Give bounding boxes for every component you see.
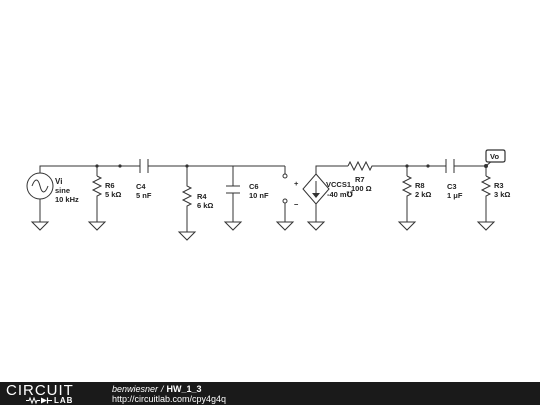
capacitor-c3[interactable]: C3 1 μF bbox=[445, 159, 463, 200]
ground-icon bbox=[275, 221, 295, 231]
r4-name: R4 bbox=[197, 192, 207, 201]
vccs1-source[interactable]: VCCS1 -40 m℧ bbox=[302, 173, 354, 205]
c4-name: C4 bbox=[136, 182, 146, 191]
resistor-r7[interactable]: R7 100 Ω bbox=[347, 160, 374, 193]
separator: / bbox=[161, 384, 164, 394]
ground-icon bbox=[30, 221, 50, 231]
ground-icon bbox=[476, 221, 496, 231]
resistor-r3[interactable]: R3 3 kΩ bbox=[480, 175, 510, 199]
schematic-canvas: Vi sine 10 kHz R6 5 kΩ C4 5 nF R4 6 kΩ C… bbox=[26, 149, 510, 241]
vi-name: Vi bbox=[55, 177, 62, 186]
r8-value: 2 kΩ bbox=[415, 190, 431, 199]
capacitor-c4[interactable]: C4 5 nF bbox=[136, 159, 152, 200]
circuit-url[interactable]: http://circuitlab.com/cpy4g4q bbox=[112, 394, 227, 404]
ground-icon bbox=[397, 221, 417, 231]
ground-icon bbox=[87, 221, 107, 231]
vi-frequency: 10 kHz bbox=[55, 195, 79, 204]
r8-name: R8 bbox=[415, 181, 425, 190]
ground-icon bbox=[223, 221, 243, 231]
resistor-diode-icon bbox=[26, 396, 52, 405]
r4-value: 6 kΩ bbox=[197, 201, 213, 210]
c3-name: C3 bbox=[447, 182, 457, 191]
logo-lab-text: LAB bbox=[54, 396, 74, 405]
c3-value: 1 μF bbox=[447, 191, 463, 200]
circuit-title[interactable]: HW_1_3 bbox=[166, 384, 202, 394]
vccs-minus-sign: − bbox=[294, 200, 299, 209]
c6-value: 10 nF bbox=[249, 191, 269, 200]
logo-circuit-text: CIRCUIT bbox=[6, 382, 74, 399]
vccs-sense-terminals[interactable]: + − bbox=[282, 173, 299, 209]
r7-value: 100 Ω bbox=[351, 184, 372, 193]
resistor-r6[interactable]: R6 5 kΩ bbox=[91, 175, 121, 199]
output-probe-vo[interactable]: Vo bbox=[485, 149, 506, 163]
vccs1-name: VCCS1 bbox=[326, 180, 351, 189]
ground-symbols bbox=[30, 221, 496, 241]
vccs1-value: -40 m℧ bbox=[327, 190, 354, 199]
vccs-plus-sign: + bbox=[294, 179, 299, 188]
vo-name: Vo bbox=[490, 152, 499, 161]
author-link[interactable]: benwiesner bbox=[112, 384, 159, 394]
c4-value: 5 nF bbox=[136, 191, 152, 200]
capacitor-c6[interactable]: C6 10 nF bbox=[226, 182, 269, 200]
resistor-r4[interactable]: R4 6 kΩ bbox=[181, 176, 213, 210]
ground-icon bbox=[177, 231, 197, 241]
c6-name: C6 bbox=[249, 182, 259, 191]
source-vi[interactable]: Vi sine 10 kHz bbox=[26, 172, 79, 204]
r7-name: R7 bbox=[355, 175, 365, 184]
ground-icon bbox=[306, 221, 326, 231]
circuitlab-logo[interactable]: CIRCUIT LAB bbox=[6, 383, 106, 405]
author-title-line: benwiesner/HW_1_3 bbox=[112, 384, 202, 394]
r3-name: R3 bbox=[494, 181, 504, 190]
junction-dots bbox=[95, 164, 488, 168]
r6-name: R6 bbox=[105, 181, 115, 190]
footer-bar: CIRCUIT LAB benwiesner/HW_1_3 http://cir… bbox=[0, 382, 540, 405]
r3-value: 3 kΩ bbox=[494, 190, 510, 199]
resistor-r8[interactable]: R8 2 kΩ bbox=[401, 175, 431, 199]
r6-value: 5 kΩ bbox=[105, 190, 121, 199]
vi-type: sine bbox=[55, 186, 70, 195]
